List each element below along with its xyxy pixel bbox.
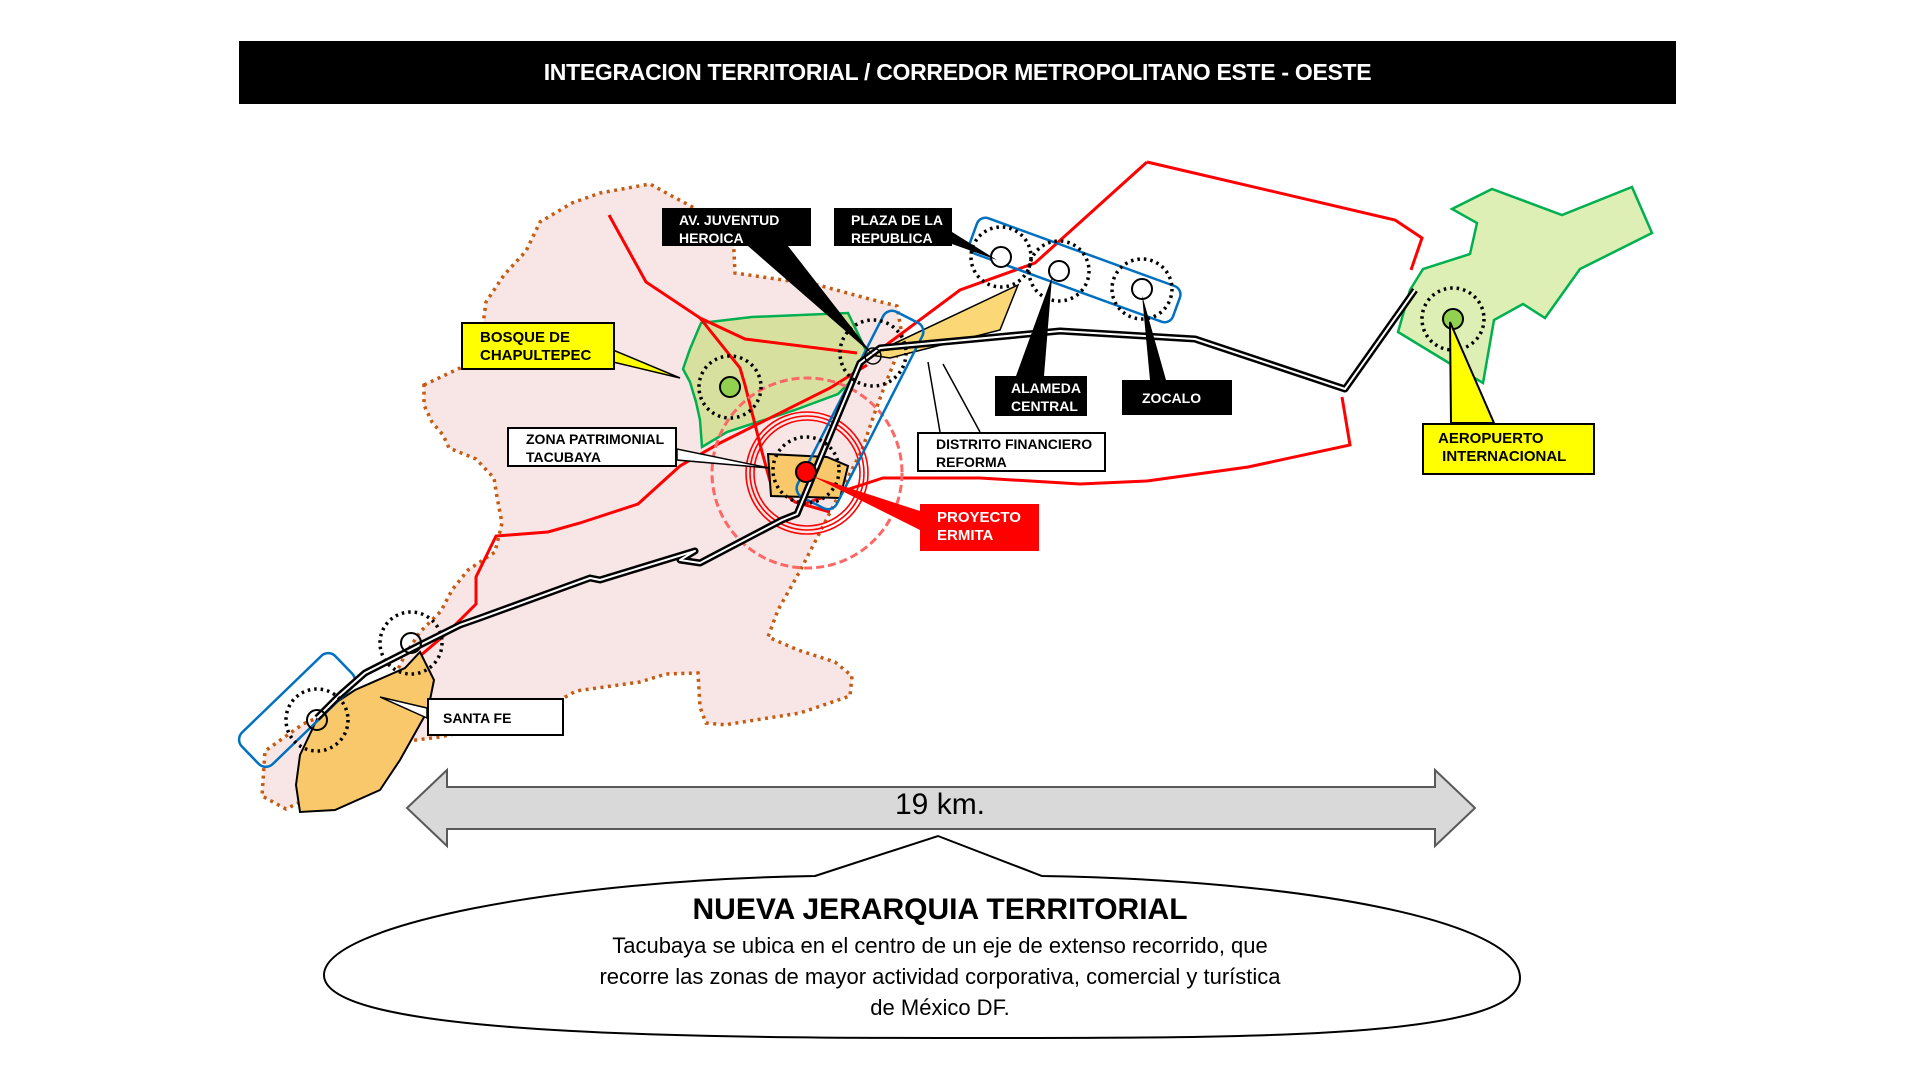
label-zocalo: ZOCALO: [1122, 380, 1232, 415]
title-bar: INTEGRACION TERRITORIAL / CORREDOR METRO…: [239, 41, 1676, 104]
label-line: ZOCALO: [1142, 390, 1202, 406]
bubble-title: NUEVA JERARQUIA TERRITORIAL: [692, 893, 1188, 926]
label-alameda-central: ALAMEDA CENTRAL: [995, 376, 1087, 416]
corridor-outlines: [237, 216, 1182, 769]
label-distrito-financiero-reforma: DISTRITO FINANCIERO REFORMA: [917, 432, 1106, 472]
label-line: CENTRAL: [1011, 398, 1078, 414]
bubble-line: recorre las zonas de mayor actividad cor…: [599, 964, 1281, 989]
label-line: ERMITA: [937, 527, 994, 544]
label-line: TACUBAYA: [526, 449, 601, 465]
label-proyecto-ermita: PROYECTO ERMITA: [920, 504, 1039, 551]
callout-proyecto: [812, 476, 920, 530]
speech-bubble: [322, 834, 1522, 1040]
label-line: BOSQUE DE: [480, 329, 571, 346]
influence-radius: [710, 376, 904, 570]
bubble-line: de México DF.: [870, 995, 1010, 1020]
label-line: ZONA PATRIMONIAL: [526, 431, 665, 447]
label-zona-patrimonial-tacubaya: ZONA PATRIMONIAL TACUBAYA: [507, 427, 677, 467]
label-aeropuerto-internacional: AEROPUERTO INTERNACIONAL: [1422, 423, 1595, 475]
santa-fe-node-west: [306, 709, 328, 731]
alameda-marker: [1048, 260, 1070, 282]
callout-distrito: [927, 361, 981, 433]
label-line: AV. JUVENTUD: [679, 212, 780, 228]
santa-fe-node-east: [400, 632, 422, 654]
chapultepec-marker: [719, 376, 741, 398]
scale-arrow: [405, 767, 1477, 849]
red-route-chapultepec: [698, 317, 831, 514]
label-line: PROYECTO: [937, 509, 1021, 526]
label-line: CHAPULTEPEC: [480, 347, 592, 364]
red-route-north: [869, 160, 1149, 359]
label-line: PLAZA DE LA: [851, 212, 944, 228]
label-bosque-chapultepec: BOSQUE DE CHAPULTEPEC: [461, 322, 615, 370]
plaza-republica-marker: [990, 246, 1012, 268]
label-santa-fe: SANTA FE: [427, 698, 564, 736]
callout-juventud: [748, 246, 873, 355]
scale-distance: 19 km.: [894, 788, 986, 821]
label-line: HEROICA: [679, 230, 744, 246]
label-line: ALAMEDA: [1011, 380, 1081, 396]
airport-marker: [1442, 308, 1464, 330]
project-rings: [745, 411, 869, 535]
juventud-marker: [864, 347, 882, 365]
central-zone-boundary: [805, 160, 1424, 505]
callout-zocalo: [1142, 295, 1166, 380]
label-line: SANTA FE: [443, 710, 512, 726]
ermita-project-marker: [795, 461, 817, 483]
page-title: INTEGRACION TERRITORIAL / CORREDOR METRO…: [543, 59, 1372, 85]
label-av-juventud-heroica: AV. JUVENTUD HEROICA: [662, 208, 811, 246]
label-plaza-republica: PLAZA DE LA REPUBLICA: [834, 208, 952, 246]
label-line: REPUBLICA: [851, 230, 933, 246]
label-line: REFORMA: [936, 454, 1007, 470]
label-line: INTERNACIONAL: [1438, 448, 1567, 465]
airport-zone: [1396, 185, 1654, 385]
zocalo-marker: [1131, 278, 1153, 300]
callout-zona: [676, 448, 770, 469]
station-radii: [284, 225, 1486, 753]
bubble-body: Tacubaya se ubica en el centro de un eje…: [440, 930, 1440, 1023]
callout-alameda: [1016, 277, 1052, 376]
label-line: AEROPUERTO: [1438, 430, 1544, 447]
bubble-line: Tacubaya se ubica en el centro de un eje…: [612, 933, 1268, 958]
label-line: DISTRITO FINANCIERO: [936, 436, 1093, 452]
callout-plaza: [952, 232, 997, 260]
reforma-zone: [867, 283, 1020, 359]
